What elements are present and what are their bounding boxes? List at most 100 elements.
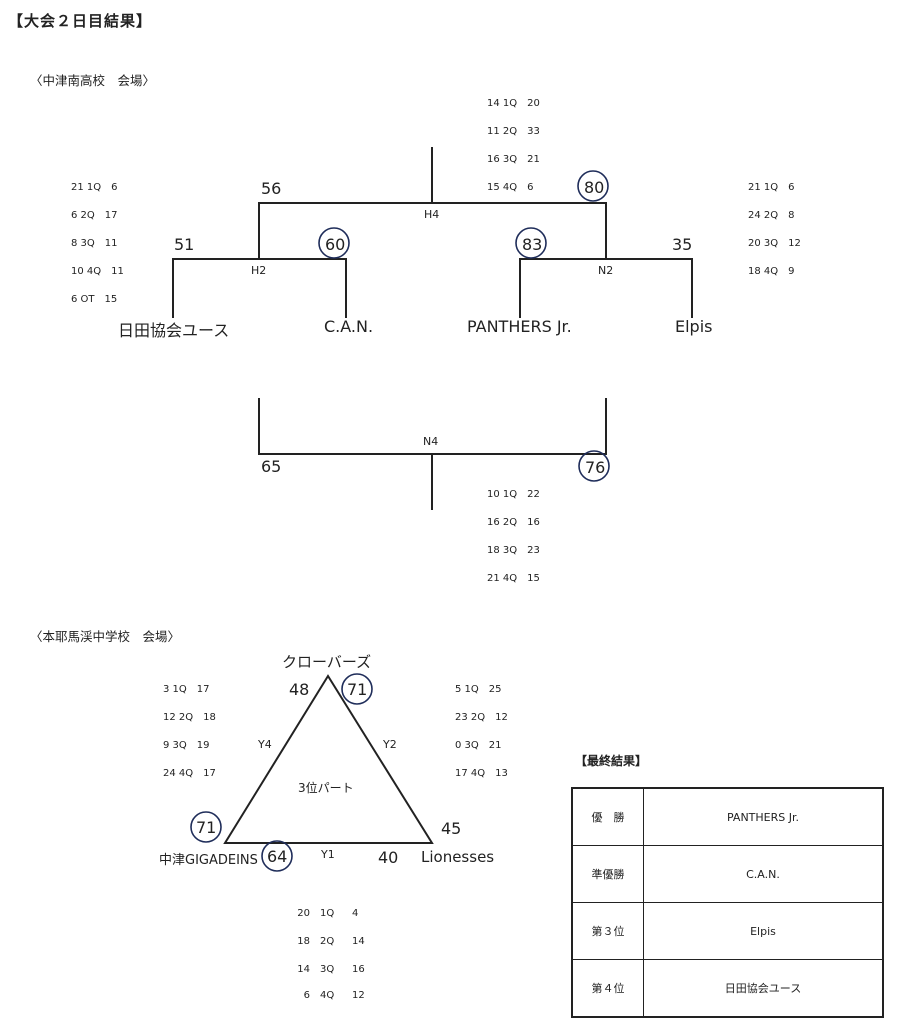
quarter-label: 3Q (320, 964, 335, 975)
quarter-line: 18 4Q 9 (748, 266, 795, 277)
quarter-line: 10 4Q 11 (71, 266, 124, 277)
table-row: 第３位 Elpis (571, 902, 884, 960)
third-place-label: 3位パート (298, 781, 354, 795)
winner-circle-y2 (341, 673, 373, 705)
team-lionesses: Lionesses (421, 848, 495, 866)
table-row: 優 勝 PANTHERS Jr. (571, 787, 884, 846)
winner-circle-h2 (318, 227, 350, 259)
code-y2: Y2 (383, 738, 397, 751)
quarter-line: 6 OT 15 (71, 294, 118, 305)
quarter-left: 6 (303, 990, 310, 1001)
code-h4: H4 (424, 208, 440, 221)
winner-circle-y1 (261, 840, 293, 872)
quarters-n2: 21 1Q 6 24 2Q 8 20 3Q 12 18 4Q 9 (748, 174, 801, 286)
quarter-line: 18 3Q 23 (487, 545, 540, 556)
score-y4-top: 48 (289, 680, 310, 699)
quarters-h2: 21 1Q 6 6 2Q 17 8 3Q 11 10 4Q 11 6 OT 15 (71, 174, 124, 314)
quarter-line: 9 3Q 19 (163, 740, 210, 751)
code-n2: N2 (598, 264, 614, 277)
quarter-line: 12 2Q 18 (163, 712, 216, 723)
quarter-line: 3 1Q 17 (163, 684, 210, 695)
quarters-y2: 5 1Q 25 23 2Q 12 0 3Q 21 17 4Q 13 (455, 676, 508, 788)
quarter-left: 18 (297, 936, 310, 947)
quarter-line: 21 1Q 6 (71, 182, 118, 193)
final-results-title: 【最終結果】 (575, 754, 648, 768)
quarters-y4: 3 1Q 17 12 2Q 18 9 3Q 19 24 4Q 17 (163, 676, 216, 788)
quarter-line: 20 3Q 12 (748, 238, 801, 249)
winner-circle-n2 (515, 227, 547, 259)
team-cell: PANTHERS Jr. (643, 787, 884, 846)
quarter-right: 16 (352, 964, 365, 975)
score-y2-top: 71 (347, 680, 368, 699)
score-y1-left: 64 (267, 847, 288, 866)
quarter-line: 8 3Q 11 (71, 238, 118, 249)
quarter-left: 14 (297, 964, 310, 975)
quarter-line: 21 1Q 6 (748, 182, 795, 193)
score-y4-left: 71 (196, 818, 217, 837)
quarter-line: 23 2Q 12 (455, 712, 508, 723)
team-elpis: Elpis (675, 317, 713, 336)
team-gigadeins: 中津GIGADEINS (159, 853, 258, 868)
team-clovers: クローバーズ (282, 653, 372, 671)
score-n4-left: 65 (261, 457, 282, 476)
code-y4: Y4 (258, 738, 272, 751)
score-n4-right: 76 (585, 458, 606, 477)
quarter-right: 12 (352, 990, 365, 1001)
team-panthers: PANTHERS Jr. (467, 317, 572, 336)
rank-cell: 第４位 (571, 959, 644, 1018)
quarter-left: 20 (297, 908, 310, 919)
team-hita: 日田協会ユース (118, 321, 230, 340)
score-n2-right: 35 (672, 235, 693, 254)
quarters-y1-right-col: 4 14 16 12 (352, 900, 365, 1008)
rank-cell: 第３位 (571, 902, 644, 960)
quarter-line: 14 1Q 20 (487, 98, 540, 109)
rank-cell: 準優勝 (571, 845, 644, 903)
quarter-line: 16 3Q 21 (487, 154, 540, 165)
final-results-table: 優 勝 PANTHERS Jr. 準優勝 C.A.N. 第３位 Elpis 第４… (571, 787, 884, 1018)
quarter-line: 5 1Q 25 (455, 684, 502, 695)
score-y2-right: 45 (441, 819, 462, 838)
score-h4-right: 80 (584, 178, 605, 197)
score-h2-right: 60 (325, 235, 346, 254)
quarter-right: 4 (352, 908, 359, 919)
code-n4: N4 (423, 435, 439, 448)
quarter-line: 24 4Q 17 (163, 768, 216, 779)
team-cell: C.A.N. (643, 845, 884, 903)
quarter-line: 0 3Q 21 (455, 740, 502, 751)
winner-circle-n4 (578, 450, 610, 482)
quarters-h4: 14 1Q 20 11 2Q 33 16 3Q 21 15 4Q 6 (487, 90, 540, 202)
quarter-line: 6 2Q 17 (71, 210, 118, 221)
quarter-line: 11 2Q 33 (487, 126, 540, 137)
team-cell: 日田協会ユース (643, 959, 884, 1018)
score-h4-left: 56 (261, 179, 282, 198)
quarter-line: 17 4Q 13 (455, 768, 508, 779)
quarter-right: 14 (352, 936, 365, 947)
quarter-label: 4Q (320, 990, 335, 1001)
quarter-label: 2Q (320, 936, 335, 947)
venue-1-label: 〈中津南高校 会場〉 (30, 73, 156, 88)
code-y1: Y1 (321, 848, 335, 861)
team-cell: Elpis (643, 902, 884, 960)
page-title: 【大会２日目結果】 (8, 12, 153, 30)
quarter-line: 24 2Q 8 (748, 210, 795, 221)
winner-circle-y4 (190, 811, 222, 843)
quarter-label: 1Q (320, 908, 335, 919)
quarter-line: 10 1Q 22 (487, 489, 540, 500)
score-h2-left: 51 (174, 235, 195, 254)
quarters-y1-left-col: 20 18 14 6 (290, 900, 310, 1008)
quarters-n4: 10 1Q 22 16 2Q 16 18 3Q 23 21 4Q 15 (487, 481, 540, 593)
code-h2: H2 (251, 264, 267, 277)
quarter-line: 21 4Q 15 (487, 573, 540, 584)
quarters-y1-q-col: 1Q 2Q 3Q 4Q (320, 900, 334, 1008)
table-row: 準優勝 C.A.N. (571, 845, 884, 903)
quarter-line: 15 4Q 6 (487, 182, 534, 193)
venue-2-label: 〈本耶馬渓中学校 会場〉 (30, 629, 181, 644)
table-row: 第４位 日田協会ユース (571, 959, 884, 1018)
rank-cell: 優 勝 (571, 787, 644, 846)
quarter-line: 16 2Q 16 (487, 517, 540, 528)
team-can: C.A.N. (324, 317, 374, 336)
winner-circle-h4 (577, 170, 609, 202)
score-y1-right: 40 (378, 848, 399, 867)
round-robin-triangle (223, 674, 434, 844)
